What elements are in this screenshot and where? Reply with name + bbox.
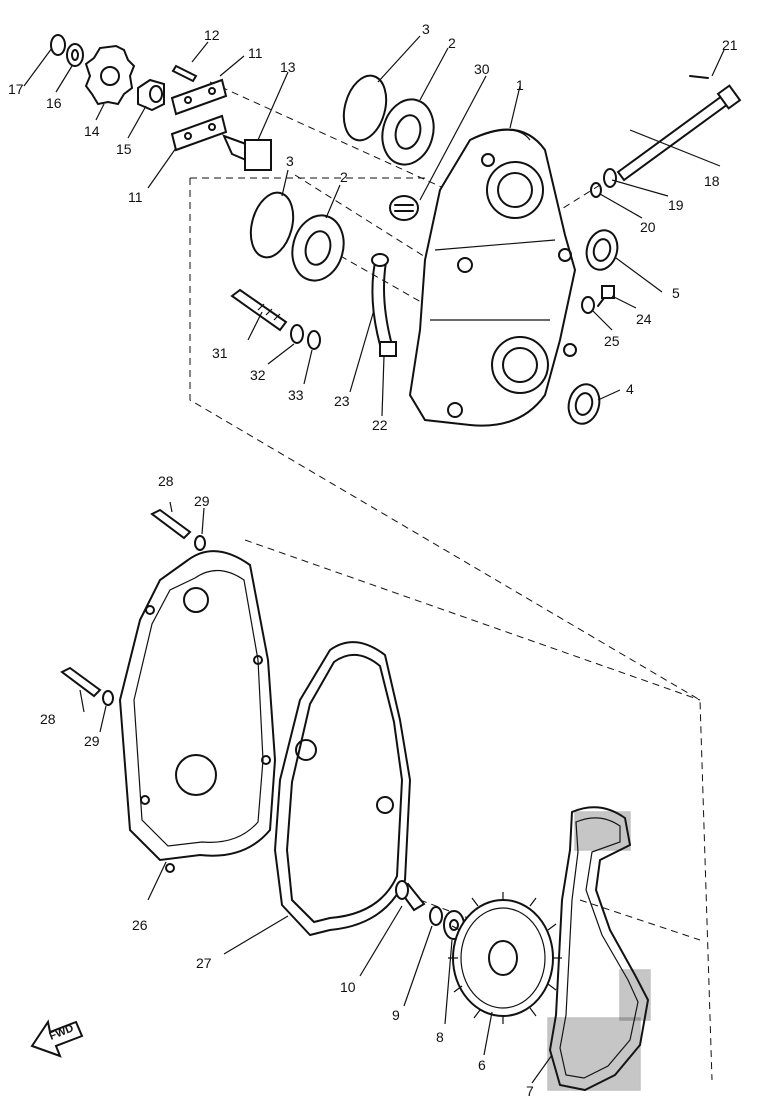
plug-30	[389, 195, 419, 221]
callout-25: 25	[604, 333, 620, 349]
gasket	[274, 641, 411, 936]
bolt-24	[597, 285, 615, 307]
bolt-31	[230, 288, 288, 332]
washer-29-upper	[194, 535, 206, 551]
washer-16	[66, 43, 84, 67]
callout-2-lower: 2	[340, 169, 348, 185]
callout-13: 13	[280, 59, 296, 75]
plate-upper	[170, 78, 228, 116]
sprocket-large	[448, 892, 562, 1024]
lock-washer-9	[429, 906, 443, 926]
oil-seal-upper	[585, 229, 619, 271]
collar-20	[590, 182, 602, 198]
plate-lower	[170, 114, 228, 152]
callout-27: 27	[196, 955, 212, 971]
callout-20: 20	[640, 219, 656, 235]
callout-5: 5	[672, 285, 680, 301]
callout-33: 33	[288, 387, 304, 403]
callout-3-upper: 3	[422, 21, 430, 37]
callout-29-upper: 29	[194, 493, 210, 509]
callout-31: 31	[212, 345, 228, 361]
breather-hose	[371, 253, 393, 346]
callout-16: 16	[46, 95, 62, 111]
washer-29-lower	[102, 690, 114, 706]
cotter-pin	[689, 75, 709, 79]
bolt-12	[171, 64, 198, 83]
oil-seal-lower	[567, 383, 601, 425]
callout-4: 4	[626, 381, 634, 397]
tensioner-block	[222, 134, 272, 171]
callout-6: 6	[478, 1057, 486, 1073]
callout-24: 24	[636, 311, 652, 327]
forward-direction-arrow: FWD	[30, 1019, 84, 1058]
callout-30: 30	[474, 61, 490, 77]
callout-14: 14	[84, 123, 100, 139]
callout-11-lower: 11	[128, 189, 143, 205]
drive-chain	[547, 806, 651, 1091]
hose-fitting	[379, 341, 397, 357]
bolt-28-upper	[150, 508, 192, 540]
circlip-17	[50, 34, 66, 56]
callout-8: 8	[436, 1029, 444, 1045]
washer-32	[290, 324, 304, 344]
sprocket-small	[84, 44, 136, 106]
washer-25	[581, 296, 595, 314]
callout-17: 17	[8, 81, 24, 97]
callout-32: 32	[250, 367, 266, 383]
callout-28-upper: 28	[158, 473, 174, 489]
collar-15	[137, 78, 165, 112]
washer-33	[307, 330, 321, 350]
callout-23: 23	[334, 393, 350, 409]
callout-labels: 1 2 2 3 3 4 5 6 7 8 9 10 11 11 12 13 14 …	[8, 21, 738, 1099]
callout-15: 15	[116, 141, 132, 157]
bearing-lower	[291, 214, 345, 282]
circlip-lower	[249, 191, 295, 259]
callout-1: 1	[516, 77, 524, 93]
callout-21: 21	[722, 37, 738, 53]
bearing-upper	[381, 98, 435, 166]
bolt-28-lower	[60, 666, 102, 698]
callout-11-upper: 11	[248, 45, 263, 61]
chain-case-housing	[408, 128, 577, 427]
callout-19: 19	[668, 197, 684, 213]
callout-22: 22	[372, 417, 388, 433]
tensioner-bolt	[616, 84, 742, 182]
callout-7: 7	[526, 1083, 534, 1099]
callout-18: 18	[704, 173, 720, 189]
callout-10: 10	[340, 979, 356, 995]
callout-26: 26	[132, 917, 148, 933]
washer-19	[603, 168, 617, 188]
callout-12: 12	[204, 27, 220, 43]
callout-2-upper: 2	[448, 35, 456, 51]
circlip-upper	[342, 74, 388, 142]
callout-9: 9	[392, 1007, 400, 1023]
bolt-10	[395, 880, 426, 912]
chain-case-cover	[118, 550, 277, 873]
callout-29-lower: 29	[84, 733, 100, 749]
callout-leaders	[23, 35, 725, 1084]
callout-3-lower: 3	[286, 153, 294, 169]
callout-28-lower: 28	[40, 711, 56, 727]
